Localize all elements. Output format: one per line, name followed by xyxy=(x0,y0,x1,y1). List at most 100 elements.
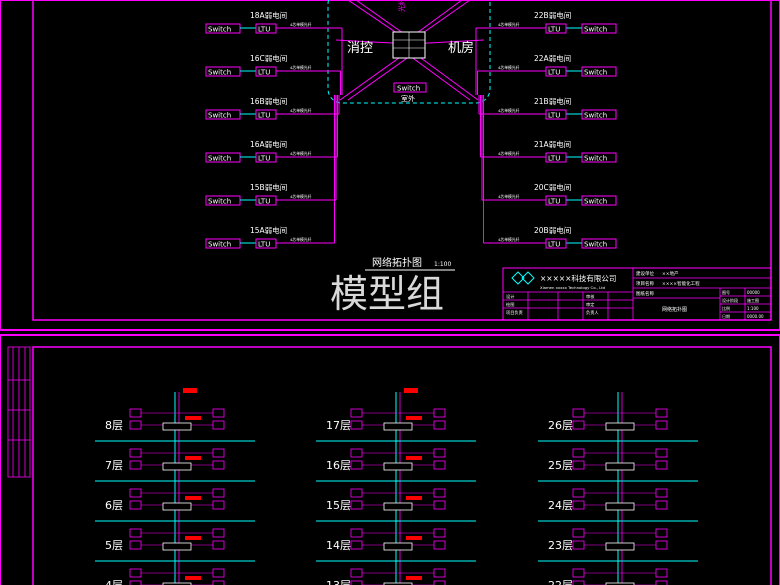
ltu-label: LTU xyxy=(258,198,270,206)
bottom-sheet: 8层7层6层5层4层17层16层15层14层13层26层25层24层23层22层 xyxy=(0,334,780,585)
device-box xyxy=(433,568,446,578)
room-name: 15A弱电间 xyxy=(250,225,287,235)
title-block-cell: 比例 xyxy=(722,305,730,311)
device-box xyxy=(129,408,142,418)
sheet-value: 网络拓扑图 xyxy=(662,306,687,313)
device-box xyxy=(655,420,668,430)
switch-label: Switch xyxy=(584,26,607,34)
floor-row: 7层 xyxy=(95,448,255,482)
device-box xyxy=(433,528,446,538)
floor-row: 24层 xyxy=(538,488,698,522)
fiber-label: 4芯单模光纤 xyxy=(498,237,520,242)
room-label-right: 机房 xyxy=(448,40,474,56)
company-name: ×××××科技有限公司 xyxy=(540,273,616,283)
floor-tag xyxy=(406,456,422,460)
floor-label: 5层 xyxy=(105,539,123,552)
drawing-title: 网络拓扑图 xyxy=(372,256,422,269)
title-block: ×××××科技有限公司 Xiamen xxxxx Technology Co.,… xyxy=(502,267,772,321)
title-block-cell: 项目负责 xyxy=(506,309,523,316)
ltu-label: LTU xyxy=(258,69,270,77)
floor-label: 7层 xyxy=(105,459,123,472)
project-label: 建设单位 xyxy=(636,270,654,277)
device-box xyxy=(655,500,668,510)
device-box xyxy=(212,420,225,430)
floor-row: 8层 xyxy=(95,408,255,442)
device-box xyxy=(350,580,363,585)
switch-label: Switch xyxy=(208,241,231,249)
company-logo xyxy=(511,271,535,285)
fiber-label: 4芯单模光纤 xyxy=(290,108,312,113)
device-box xyxy=(129,540,142,550)
floor-row: 15层 xyxy=(316,488,476,522)
floor-switch-box xyxy=(383,462,413,471)
ltu-label: LTU xyxy=(548,155,560,163)
riser-column: 17层16层15层14层13层 xyxy=(316,388,476,585)
right-room-rows: SwitchLTU22B弱电间4芯单模光纤SwitchLTU22A弱电间4芯单模… xyxy=(475,10,617,249)
device-box xyxy=(572,408,585,418)
bottom-sheet-outer-frame xyxy=(0,334,780,585)
device-box xyxy=(129,528,142,538)
floor-label: 8层 xyxy=(105,419,123,432)
room-name: 20C弱电间 xyxy=(534,182,571,192)
floor-tag xyxy=(185,416,201,420)
title-block-cell: 日期 xyxy=(722,313,730,319)
switch-label: Switch xyxy=(208,198,231,206)
title-block-cell: 00000 xyxy=(747,290,760,295)
floor-tag xyxy=(185,496,201,500)
name-value: ××××智能化工程 xyxy=(662,280,700,287)
floor-row: 25层 xyxy=(538,448,698,482)
ltu-label: LTU xyxy=(548,26,560,34)
title-block-cell: 1:100 xyxy=(747,306,759,311)
device-box xyxy=(433,500,446,510)
device-box xyxy=(350,460,363,470)
floor-switch-box xyxy=(162,502,192,511)
device-box xyxy=(129,568,142,578)
center-room-box xyxy=(327,0,491,104)
device-box xyxy=(433,488,446,498)
floor-label: 15层 xyxy=(326,499,351,512)
floor-label: 25层 xyxy=(548,459,573,472)
device-box xyxy=(212,500,225,510)
device-box xyxy=(433,408,446,418)
device-box xyxy=(655,540,668,550)
ltu-label: LTU xyxy=(258,241,270,249)
fiber-label: 4芯单模光纤 xyxy=(290,65,312,70)
floor-switch-box xyxy=(605,542,635,551)
switch-label: Switch xyxy=(584,112,607,120)
floor-row: 5层 xyxy=(95,528,255,562)
floor-switch-box xyxy=(605,582,635,585)
floor-row: 14层 xyxy=(316,528,476,562)
device-box xyxy=(433,580,446,585)
device-box xyxy=(655,488,668,498)
room-name: 16B弱电间 xyxy=(250,96,287,106)
device-box xyxy=(655,408,668,418)
room-name: 20B弱电间 xyxy=(534,225,571,235)
device-box xyxy=(350,408,363,418)
title-block-cell: 设计 xyxy=(506,293,514,300)
riser-top-tag xyxy=(183,388,197,393)
top-sheet-inner-frame xyxy=(32,0,772,321)
revision-strip xyxy=(7,346,31,478)
floor-switch-box xyxy=(162,542,192,551)
riser-columns: 8层7层6层5层4层17层16层15层14层13层26层25层24层23层22层 xyxy=(95,388,698,585)
title-block-cell: 审核 xyxy=(586,293,595,300)
fiber-label: 4芯单模光纤 xyxy=(290,151,312,156)
ltu-label: LTU xyxy=(548,69,560,77)
device-box xyxy=(572,448,585,458)
title-block-cell: 设计阶段 xyxy=(722,297,738,303)
room-name: 18A弱电间 xyxy=(250,10,287,20)
device-box xyxy=(350,568,363,578)
server-cabinet-icon xyxy=(392,31,426,59)
title-block-cell: 负责人 xyxy=(586,309,599,316)
fiber-label: 4芯单模光纤 xyxy=(290,22,312,27)
floor-tag xyxy=(185,456,201,460)
device-box xyxy=(129,420,142,430)
floor-switch-box xyxy=(162,582,192,585)
